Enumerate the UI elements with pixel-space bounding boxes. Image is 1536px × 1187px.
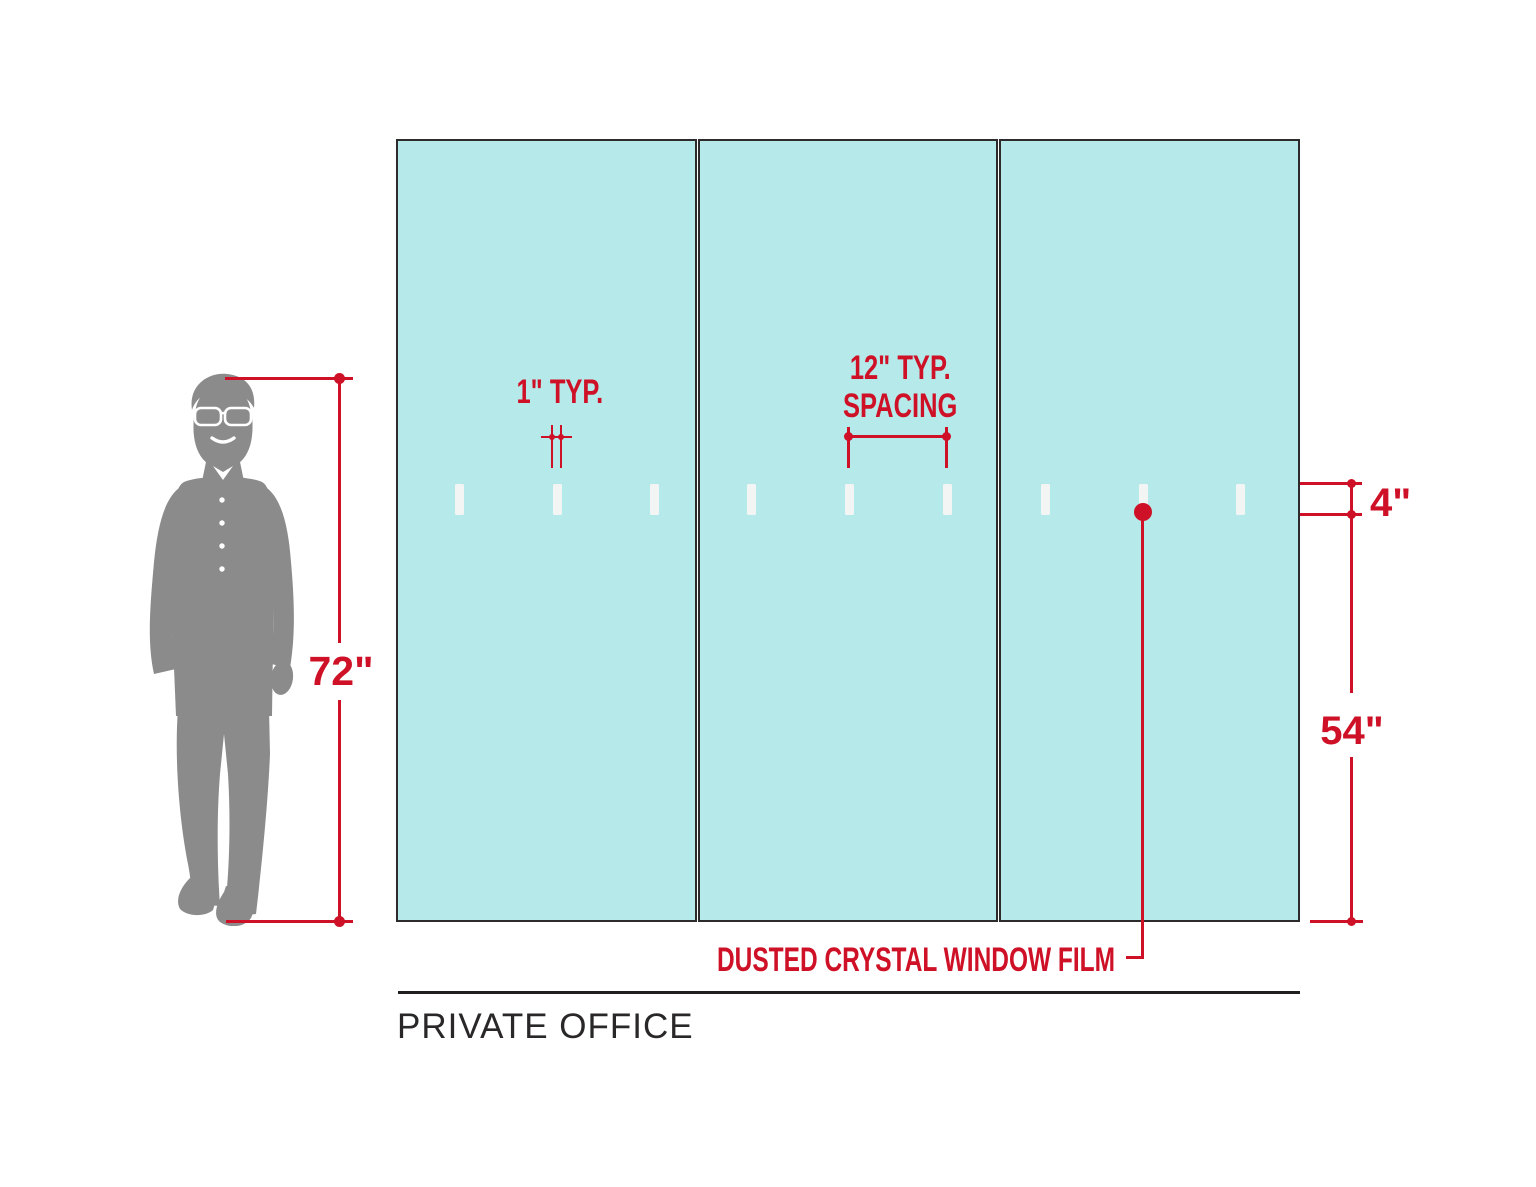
dim54-dot-floor [1347,917,1356,926]
glasses-right-lens [223,406,253,427]
smile [210,436,236,444]
spacing-label-line2: SPACING [842,387,958,425]
dim54-line-upper [1350,484,1353,693]
dim72-extension-bottom [226,920,353,923]
film-dash [747,484,756,515]
glass-panel-3 [999,139,1301,922]
film-dash [1041,484,1050,515]
dim4-label: 4" [1370,481,1412,525]
dim4-dot-top [1347,479,1356,488]
page-title: PRIVATE OFFICE [397,1007,694,1046]
dim4-extension-top [1300,482,1362,485]
dim54-label: 54" [1320,709,1384,753]
title-rule [398,991,1300,994]
face-details [188,406,258,572]
dim54-extension-floor [1310,920,1363,923]
dim72-line-upper [338,379,341,643]
film-callout-label: DUSTED CRYSTAL WINDOW FILM [717,941,1115,979]
film-dash [845,484,854,515]
spacing-marker-right [945,427,948,468]
collar [213,466,233,480]
dash-width-marker-right [560,425,562,468]
spacing-dot-left [844,432,853,441]
spacing-label-line1: 12" TYP. [849,349,951,387]
glass-wall [396,139,1301,922]
dim72-dot-top [334,373,345,384]
dim72-line-lower [338,700,341,922]
glasses-temples [188,410,258,417]
film-dash [553,484,562,515]
dash-width-marker-left [551,425,553,468]
dim72-label: 72" [308,648,374,694]
dim54-line-lower [1350,757,1353,922]
dim72-dot-bottom [334,916,345,927]
film-dash [1139,484,1148,515]
person-silhouette [149,373,294,926]
spacing-marker-cross [849,435,947,438]
spacing-dot-right [942,432,951,441]
spacing-marker-left [847,427,850,468]
glass-panel-2 [697,139,999,922]
glasses-left-lens [193,406,223,427]
film-dash [943,484,952,515]
dim72-extension-top [225,377,353,380]
film-callout-leader-vertical [1141,512,1144,958]
hair [191,373,255,410]
film-dash [650,484,659,515]
film-callout-leader-stub [1126,956,1144,959]
dash-width-dot-left [549,434,555,440]
dash-width-label: 1" TYP. [516,373,604,411]
film-dash [455,484,464,515]
dash-width-dot-right [558,434,564,440]
glass-panel-1 [396,139,697,922]
dim4-extension-bottom [1300,513,1362,516]
dash-width-marker-cross [541,436,572,438]
film-dash [1236,484,1245,515]
glasses-bridge [219,411,227,416]
